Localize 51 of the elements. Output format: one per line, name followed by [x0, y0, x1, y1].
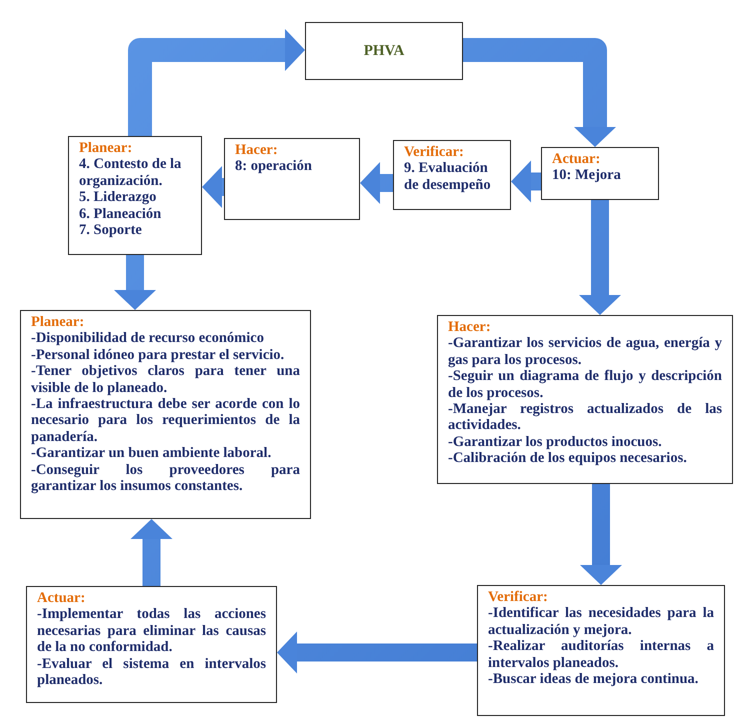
item-text: -Calibración de los equipos necesarios. [448, 450, 688, 467]
block-arrow [277, 632, 477, 674]
stage-heading: Verificar: [488, 589, 549, 606]
item-text: -Buscar ideas de mejora continua. [488, 671, 700, 688]
stage-heading: Planear: [79, 140, 134, 156]
item-text: 10: Mejora [552, 167, 622, 184]
process-box [20, 310, 311, 519]
item-text: -Realizar auditorías internas a intervalos planeados. [488, 638, 714, 672]
item-text: -Personal idóneo para prestar el servicio. [31, 346, 286, 364]
stage-heading: Verificar: [404, 144, 465, 160]
stage-heading: Hacer: [235, 142, 279, 158]
item-text: -Garantizar los servicios de agua, energía y gas para los procesos. [448, 335, 722, 368]
stage-heading: Actuar: [37, 590, 86, 606]
item-text: -Manejar registros actualizados de las actividades. [448, 401, 722, 434]
block-arrow [580, 484, 622, 585]
process-box [477, 585, 725, 716]
block-arrow [202, 166, 224, 208]
process-box [541, 147, 659, 200]
item-text: -Evaluar el sistema en intervalos planeados. [37, 656, 266, 688]
item-text: 5. Liderazgo [79, 189, 158, 206]
item-text: -Garantizar un buen ambiente laboral. [31, 445, 272, 462]
process-box [68, 136, 202, 255]
block-arrow [463, 38, 616, 147]
process-box [224, 138, 360, 220]
process-box [393, 140, 511, 210]
process-box [437, 315, 733, 484]
stage-heading: Planear: [31, 314, 86, 330]
item-text: 4. Contesto de la organización. [79, 156, 182, 190]
item-text: -Garantizar los productos inocuos. [448, 434, 663, 450]
item-text: -Disponibilidad de recurso económico [31, 330, 265, 347]
stage-heading: Actuar: [552, 151, 602, 168]
title-text: PHVA [364, 42, 404, 60]
item-text: 6. Planeación [79, 206, 162, 222]
block-arrow [360, 162, 393, 204]
block-arrow [130, 519, 172, 586]
block-arrow [511, 160, 541, 202]
item-text: -Identificar las necesidades para la actualización y mejora. [488, 605, 714, 638]
item-text: 9. Evaluación de desempeño [404, 160, 492, 194]
item-text: -Tener objetivos claros para tener una visible de lo planeado. [31, 363, 300, 396]
item-text: -Conseguir los proveedores para garantizar los insumos constantes. [31, 462, 300, 494]
item-text: -Seguir un diagrama de flujo y descripción de los procesos. [448, 368, 722, 402]
item-text: 8: operación [235, 158, 313, 175]
stage-heading: Hacer: [448, 319, 492, 336]
title-box [305, 22, 463, 80]
block-arrow [114, 255, 156, 310]
item-text: -La infraestructura debe ser acorde con lo necesario para los requerimientos de la panadería. [31, 396, 300, 446]
item-text: 7. Soporte [79, 222, 143, 238]
block-arrow [128, 29, 305, 136]
block-arrow [579, 200, 621, 315]
item-text: -Implementar todas las acciones necesarias para eliminar las causas de la no conformidad. [37, 606, 266, 656]
process-box [26, 586, 277, 703]
